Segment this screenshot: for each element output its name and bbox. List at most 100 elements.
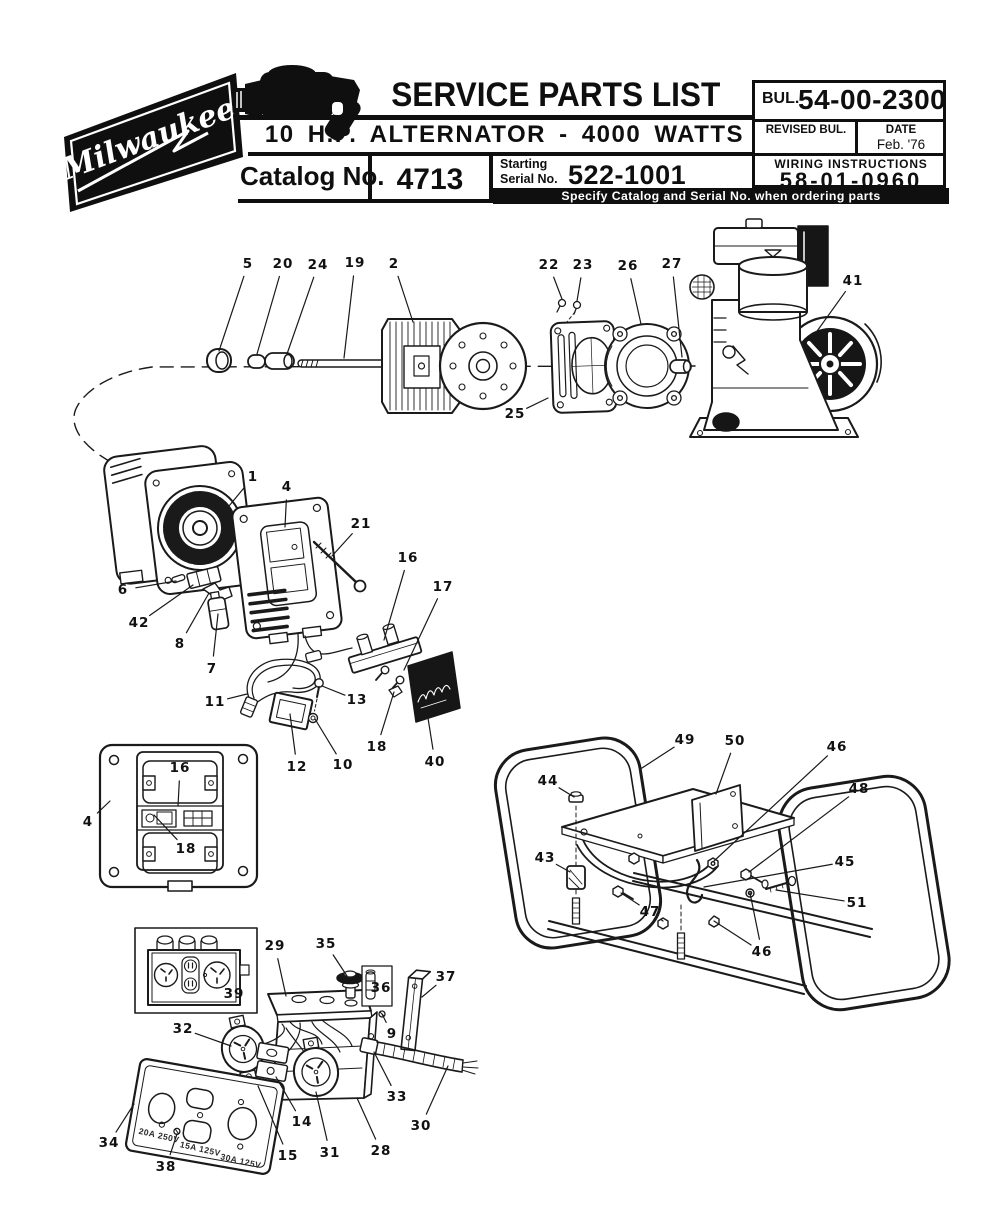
starting-label-line2: Serial No. (500, 172, 558, 186)
part-label-6: 6 (118, 582, 128, 598)
leader-line-49 (641, 746, 675, 769)
part-2-rotor (381, 318, 528, 414)
part-37-bracket (400, 969, 432, 1052)
leader-line-35 (332, 954, 348, 977)
leader-line-47 (620, 892, 640, 906)
leader-line-40 (427, 717, 434, 750)
part-33-clamp (359, 1033, 379, 1055)
part-25-gasket-plate (549, 320, 618, 414)
bul-label: BUL. (762, 90, 800, 107)
wiring-instructions-label: WIRING INSTRUCTIONS (774, 157, 928, 171)
part-label-47: 47 (640, 904, 661, 920)
part-label-29: 29 (265, 938, 286, 954)
part-label-18: 18 (176, 841, 197, 857)
part-20-pin (247, 354, 266, 369)
part-27-pin (669, 359, 692, 374)
date-label: DATE (885, 124, 917, 136)
catalog-divider-2 (489, 156, 493, 203)
engine-illustration (689, 218, 882, 438)
leader-line-16 (383, 569, 405, 641)
leader-line-15 (257, 1085, 284, 1145)
leader-line-9 (381, 1013, 387, 1023)
part-label-34: 34 (99, 1135, 120, 1151)
part-label-11: 11 (205, 694, 226, 710)
part-4-end-cover (231, 496, 343, 645)
air-cleaner (738, 249, 808, 321)
part-32-receptacle (220, 1014, 266, 1084)
part-label-15: 15 (278, 1148, 299, 1164)
part-45-wire-link (685, 858, 704, 904)
frame-loop-right (777, 774, 951, 1012)
catalog-divider-1 (368, 156, 372, 199)
leader-line-5 (218, 275, 245, 352)
part-label-49: 49 (675, 732, 696, 748)
order-note-bar: Specify Catalog and Serial No. when orde… (493, 188, 949, 204)
bulbox-divider-2 (755, 153, 946, 156)
leader-line-16 (177, 780, 180, 807)
part-11-harness (239, 649, 323, 718)
serial-number: 522-1001 (568, 160, 687, 190)
leader-line-4 (284, 499, 287, 528)
part-label-24: 24 (308, 257, 329, 273)
leader-line-24 (286, 276, 315, 355)
catalog-number: 4713 (396, 163, 464, 196)
bulbox-divider-vertical (855, 121, 858, 155)
leader-line-32 (194, 1032, 232, 1047)
part-4-panel-cover (98, 743, 259, 892)
part-label-2: 2 (389, 256, 399, 272)
part-label-38: 38 (156, 1159, 177, 1175)
part-label-14: 14 (292, 1114, 313, 1130)
leader-line-31 (315, 1091, 328, 1141)
leader-line-27 (672, 276, 683, 358)
part-label-4: 4 (282, 479, 292, 495)
leader-line-11 (227, 693, 248, 700)
frame-handle (576, 839, 719, 889)
part-label-16: 16 (170, 760, 191, 776)
leader-line-48 (748, 796, 850, 873)
part-44-nut (568, 791, 584, 803)
frame-assembly (493, 736, 951, 1012)
frame-nuts-bolts (612, 852, 797, 930)
part-5-bushing (206, 348, 232, 373)
part-label-20: 20 (273, 256, 294, 272)
leader-line-18 (153, 814, 178, 841)
part-label-12: 12 (287, 759, 308, 775)
part-label-21: 21 (351, 516, 372, 532)
part-label-48: 48 (849, 781, 870, 797)
leader-line-46 (749, 892, 761, 940)
subtitle-underline (248, 152, 755, 156)
leader-line-22 (553, 276, 563, 300)
part-label-28: 28 (371, 1143, 392, 1159)
frame-studs (571, 897, 686, 960)
leader-line-34 (115, 1103, 135, 1133)
part-label-42: 42 (129, 615, 150, 631)
leader-line-29 (277, 958, 287, 997)
leader-line-18 (380, 691, 395, 736)
page-title: SERVICE PARTS LIST (391, 76, 721, 114)
leader-line-20 (256, 275, 280, 355)
part-label-40: 40 (425, 754, 446, 770)
leader-line-46 (713, 755, 829, 862)
part-label-25: 25 (505, 406, 526, 422)
lead-wires (267, 633, 353, 683)
catalog-label: Catalog No. (240, 161, 385, 191)
part-24-pin (264, 352, 295, 370)
leader-line-17 (403, 598, 439, 671)
part-label-8: 8 (175, 636, 185, 652)
part-label-44: 44 (538, 773, 559, 789)
part-50-mounting-plate (561, 784, 795, 864)
leader-line-51 (775, 889, 845, 902)
frame-rail-rear (632, 872, 873, 938)
part-label-23: 23 (573, 257, 594, 273)
part-label-4: 4 (83, 814, 93, 830)
part-30-cable (375, 1041, 479, 1075)
part-label-33: 33 (387, 1089, 408, 1105)
part-label-16: 16 (398, 550, 419, 566)
part-label-32: 32 (173, 1021, 194, 1037)
leader-line-19 (343, 275, 355, 359)
leader-line-21 (331, 533, 353, 557)
title-underline (238, 115, 755, 120)
leader-line-26 (630, 278, 642, 325)
